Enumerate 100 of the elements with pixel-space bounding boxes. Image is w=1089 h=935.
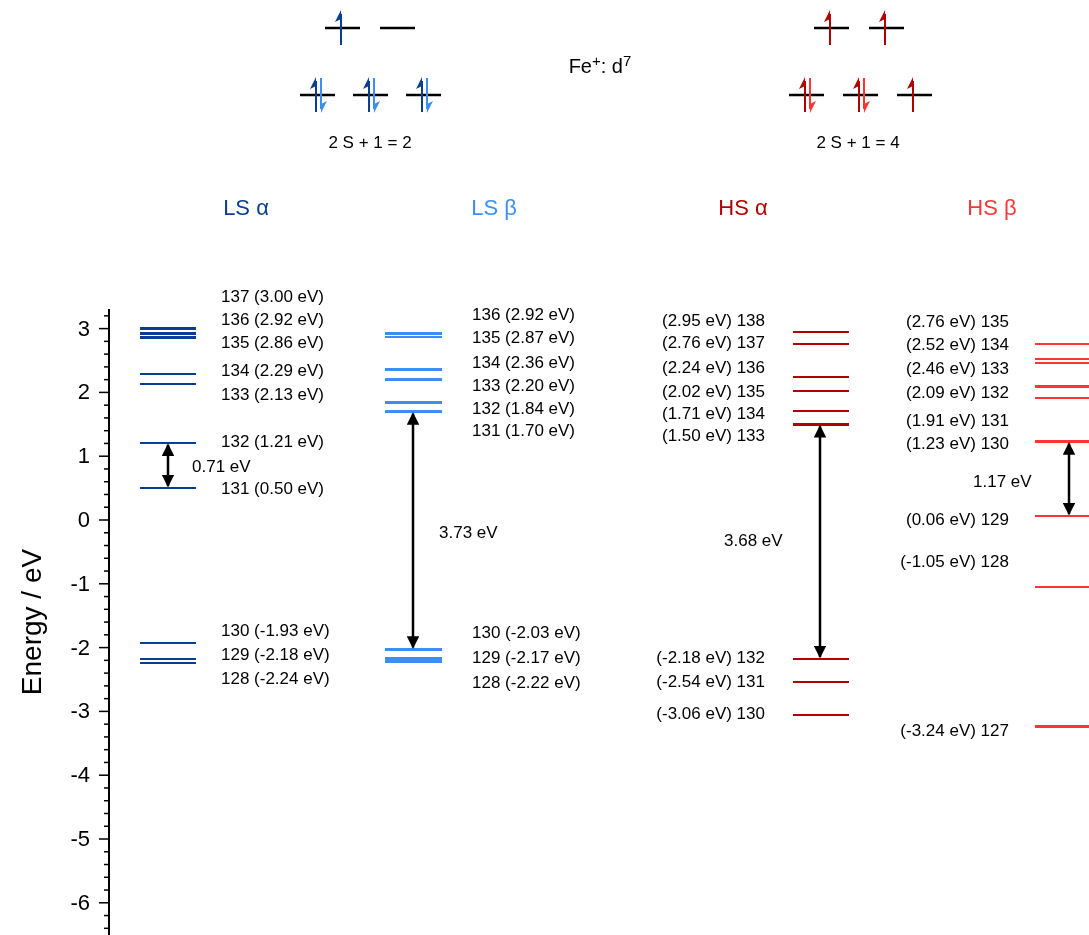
tick-label: -1 — [70, 572, 90, 595]
energy-level-line — [385, 410, 442, 413]
energy-level-line — [385, 332, 442, 335]
level-label: (1.71 eV) 134 — [662, 404, 765, 422]
level-label: 136 (2.92 eV) — [221, 310, 324, 328]
energy-level-line — [793, 657, 849, 661]
level-label: (-3.06 eV) 130 — [656, 704, 765, 722]
tick-label: -6 — [70, 891, 90, 914]
energy-level-line — [140, 372, 196, 376]
tick-label: 0 — [77, 509, 90, 531]
double-arrow — [161, 443, 175, 488]
level-label: 128 (-2.22 eV) — [472, 673, 581, 691]
level-label: (2.52 eV) 134 — [906, 335, 1009, 353]
multiplicity-label: 2 S + 1 = 4 — [816, 133, 900, 151]
level-label: 131 (0.50 eV) — [221, 479, 324, 497]
energy-level-line — [140, 661, 196, 665]
energy-level-line — [140, 332, 196, 335]
level-label: (2.46 eV) 133 — [906, 359, 1009, 377]
level-label: (1.23 eV) 130 — [906, 434, 1009, 452]
level-label: 128 (-2.24 eV) — [221, 669, 330, 687]
level-label: 135 (2.87 eV) — [472, 328, 575, 346]
tick-label: 2 — [77, 381, 90, 404]
level-label: (2.76 eV) 137 — [662, 333, 765, 351]
level-label: 132 (1.21 eV) — [221, 432, 324, 450]
level-label: 134 (2.29 eV) — [221, 361, 324, 379]
level-label: (-2.18 eV) 132 — [656, 648, 765, 666]
energy-level-line — [1035, 396, 1089, 400]
column-header: LS β — [471, 197, 517, 219]
level-label: 131 (1.70 eV) — [472, 421, 575, 439]
energy-level-line — [140, 441, 196, 445]
tick-label: 3 — [77, 317, 90, 340]
level-label: 133 (2.13 eV) — [221, 385, 324, 403]
energy-level-line — [385, 401, 442, 404]
energy-level-line — [1035, 385, 1089, 388]
energy-level-line — [793, 713, 849, 717]
level-label: (0.06 eV) 129 — [906, 510, 1009, 528]
level-label: 132 (1.84 eV) — [472, 399, 575, 417]
level-label: 137 (3.00 eV) — [221, 287, 324, 305]
energy-level-line — [793, 375, 849, 379]
level-label: (-1.05 eV) 128 — [900, 552, 1009, 570]
energy-level-line — [1035, 585, 1089, 589]
energy-level-line — [793, 342, 849, 346]
energy-level-line — [1035, 440, 1089, 443]
energy-level-line — [385, 335, 442, 339]
column-header: HS α — [718, 197, 768, 219]
energy-level-line — [793, 389, 849, 393]
level-label: 129 (-2.17 eV) — [472, 648, 581, 666]
level-label: (2.09 eV) 132 — [906, 383, 1009, 401]
level-label: (2.95 eV) 138 — [662, 311, 765, 329]
level-label: (2.24 eV) 136 — [662, 358, 765, 376]
energy-level-line — [140, 336, 196, 339]
tick-label: -5 — [70, 828, 90, 850]
double-arrow — [813, 425, 827, 659]
double-arrow — [406, 412, 420, 649]
energy-level-line — [1035, 357, 1089, 361]
column-header: HS β — [967, 197, 1017, 219]
level-label: 134 (2.36 eV) — [472, 353, 575, 371]
energy-level-line — [385, 657, 442, 660]
tick-label: 1 — [77, 445, 90, 468]
energy-level-line — [140, 382, 196, 386]
energy-level-line — [1035, 361, 1089, 365]
level-label: (-2.54 eV) 131 — [656, 672, 765, 690]
energy-level-line — [1035, 342, 1089, 346]
energy-level-line — [793, 680, 849, 684]
energy-level-line — [385, 648, 442, 651]
energy-level-line — [793, 409, 849, 413]
energy-level-line — [140, 641, 196, 645]
energy-level-line — [385, 368, 442, 371]
edge-label: 3.73 eV — [439, 523, 498, 541]
level-label: (1.91 eV) 131 — [906, 411, 1009, 429]
energy-level-line — [1035, 514, 1089, 518]
tick-label: -2 — [70, 636, 90, 659]
axis-title: Energy / eV — [18, 548, 46, 696]
double-arrow — [1062, 442, 1076, 516]
edge-label: 1.17 eV — [973, 472, 1032, 490]
energy-level-line — [140, 657, 196, 661]
energy-level-line — [140, 486, 196, 490]
tick-label: -4 — [70, 764, 90, 787]
energy-level-line — [385, 660, 442, 663]
energy-level-line — [140, 327, 196, 330]
level-label: (-3.24 eV) 127 — [900, 721, 1009, 739]
energy-level-line — [793, 423, 849, 426]
multiplicity-label: 2 S + 1 = 2 — [328, 133, 412, 151]
edge-label: 0.71 eV — [192, 457, 251, 475]
level-label: 135 (2.86 eV) — [221, 333, 324, 351]
level-label: 130 (-2.03 eV) — [472, 623, 581, 641]
level-label: (2.76 eV) 135 — [906, 312, 1009, 330]
column-header: LS α — [223, 197, 269, 219]
level-label: 129 (-2.18 eV) — [221, 645, 330, 663]
level-label: 133 (2.20 eV) — [472, 376, 575, 394]
level-label: (2.02 eV) 135 — [662, 382, 765, 400]
energy-level-line — [793, 330, 849, 334]
energy-level-line — [385, 378, 442, 381]
formula-label: Fe$^{+}$: d$^{7}$ — [568, 56, 632, 76]
edge-label: 3.68 eV — [724, 531, 783, 549]
tick-label: -3 — [70, 700, 90, 723]
level-label: (1.50 eV) 133 — [662, 426, 765, 444]
level-label: 136 (2.92 eV) — [472, 305, 575, 323]
energy-level-line — [1035, 725, 1089, 728]
level-label: 130 (-1.93 eV) — [221, 621, 330, 639]
